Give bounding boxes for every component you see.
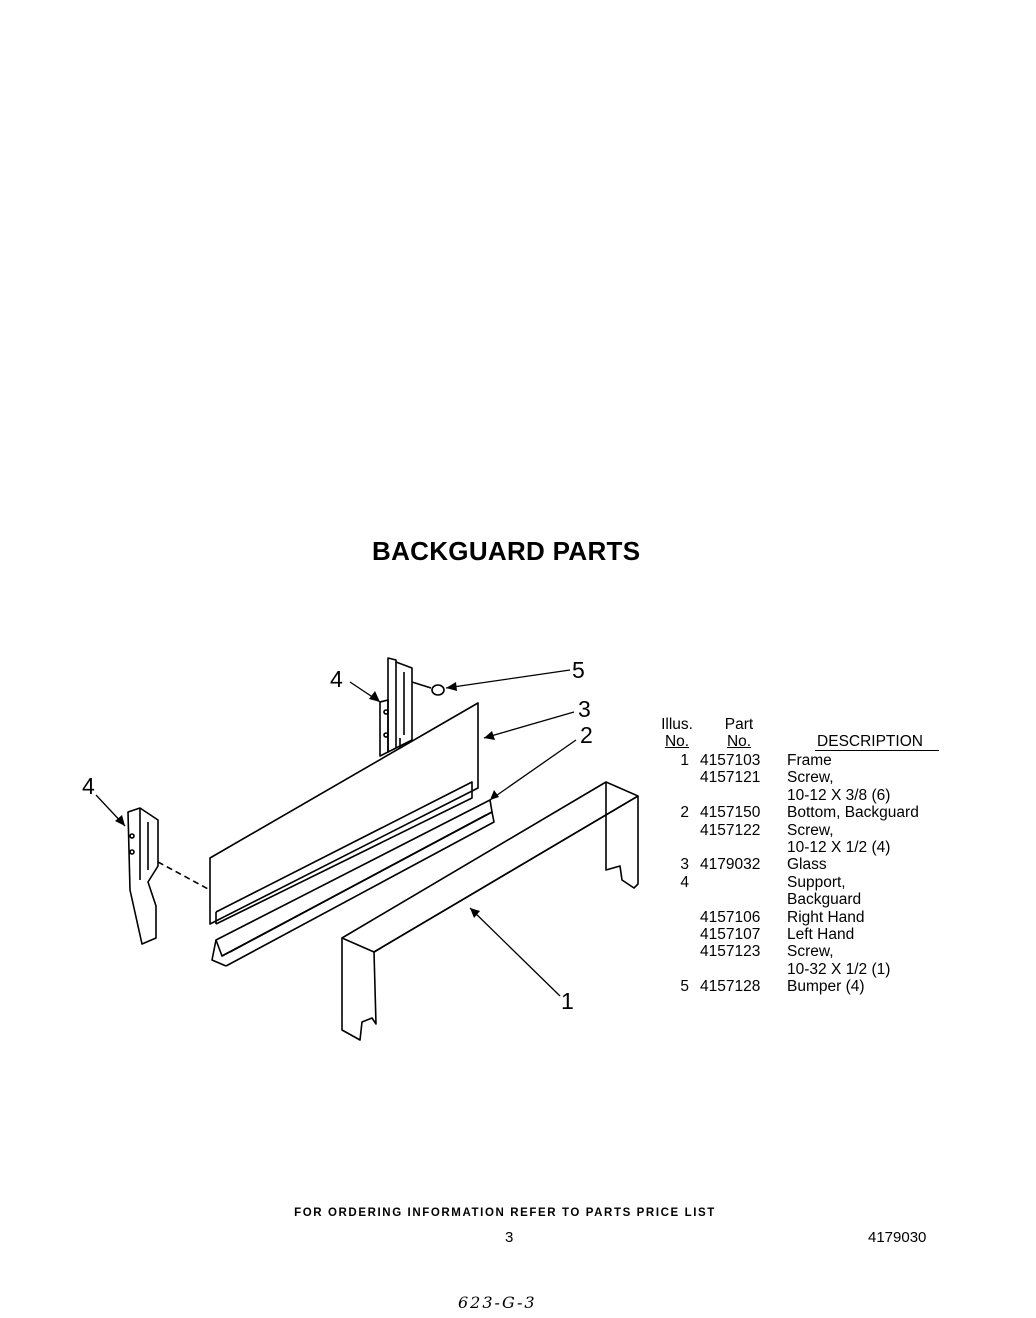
callout-2: 2: [580, 722, 593, 748]
part-no-header: Part No.: [724, 716, 754, 750]
parts-row: 4157107 Left Hand: [655, 926, 955, 943]
description-cell: Left Hand: [787, 925, 855, 943]
description-cell: Backguard: [787, 891, 862, 909]
arrowheads: [115, 682, 499, 918]
callout-3: 3: [578, 696, 591, 722]
parts-row: 4157123 Screw,: [655, 943, 955, 960]
illus-no-header: Illus. No.: [661, 716, 693, 750]
parts-row: 10-32 X 1/2 (1): [655, 961, 955, 978]
part-no-cell: 4157103: [700, 752, 761, 769]
handwritten-note: 623-G-3: [458, 1293, 537, 1312]
left-support-bracket: [127, 807, 159, 945]
page-number: 3: [505, 1229, 514, 1246]
callout-5: 5: [572, 657, 585, 683]
description-cell: Right Hand: [787, 908, 865, 926]
bumper: [411, 681, 445, 696]
parts-row: 5 4157128 Bumper (4): [655, 978, 955, 995]
description-cell: Screw,: [787, 943, 834, 961]
parts-list: Illus. No. Part No. DESCRIPTION 1 4157103…: [655, 716, 955, 995]
document-number: 4179030: [868, 1229, 927, 1246]
frame: [341, 781, 639, 1041]
callout-4-upper: 4: [330, 666, 343, 692]
right-support-bracket: [379, 657, 413, 757]
illus-no-cell: 2: [680, 804, 689, 822]
part-no-cell: 4157150: [700, 804, 761, 822]
description-cell: Screw,: [787, 821, 834, 839]
part-no-cell: 4157107: [700, 925, 761, 943]
parts-row: 3 4179032 Glass: [655, 856, 955, 873]
parts-row: 4157106 Right Hand: [655, 909, 955, 926]
illus-no-cell: 5: [680, 978, 689, 996]
glass-panel: [209, 702, 479, 925]
description-cell: Screw,: [787, 769, 834, 787]
assembly-dashed-line: [157, 861, 211, 891]
illus-no-cell: 1: [680, 752, 689, 769]
part-no-cell: 4179032: [700, 856, 761, 874]
parts-row: 2 4157150 Bottom, Backguard: [655, 804, 955, 821]
description-cell: Frame: [787, 752, 832, 769]
leader-lines: [95, 669, 577, 997]
parts-list-header: Illus. No. Part No. DESCRIPTION: [655, 716, 955, 752]
part-no-cell: 4157128: [700, 978, 761, 996]
illus-no-cell: 3: [680, 856, 689, 874]
description-cell: Bottom, Backguard: [787, 804, 919, 822]
parts-row: 10-12 X 3/8 (6): [655, 787, 955, 804]
bottom-backguard-strip: [211, 799, 495, 967]
parts-row: Backguard: [655, 891, 955, 908]
illus-no-cell: 4: [680, 873, 689, 891]
parts-row: 4157121 Screw,: [655, 769, 955, 786]
description-cell: Glass: [787, 856, 827, 874]
callout-1: 1: [561, 988, 574, 1014]
ordering-note: FOR ORDERING INFORMATION REFER TO PARTS …: [294, 1207, 716, 1219]
description-cell: 10-32 X 1/2 (1): [787, 960, 891, 978]
callout-4-left: 4: [82, 773, 95, 799]
page-title: BACKGUARD PARTS: [372, 536, 641, 566]
description-cell: 10-12 X 3/8 (6): [787, 786, 891, 804]
parts-row: 1 4157103 Frame: [655, 752, 955, 769]
parts-row: 10-12 X 1/2 (4): [655, 839, 955, 856]
parts-row: 4157122 Screw,: [655, 822, 955, 839]
parts-row: 4 Support,: [655, 874, 955, 891]
description-cell: 10-12 X 1/2 (4): [787, 838, 891, 856]
description-cell: Bumper (4): [787, 978, 865, 996]
description-header: DESCRIPTION: [817, 733, 923, 750]
part-no-cell: 4157121: [700, 769, 761, 787]
part-no-cell: 4157106: [700, 908, 761, 926]
header-rule: [815, 750, 939, 751]
description-cell: Support,: [787, 873, 846, 891]
part-no-cell: 4157122: [700, 821, 761, 839]
part-no-cell: 4157123: [700, 943, 761, 961]
